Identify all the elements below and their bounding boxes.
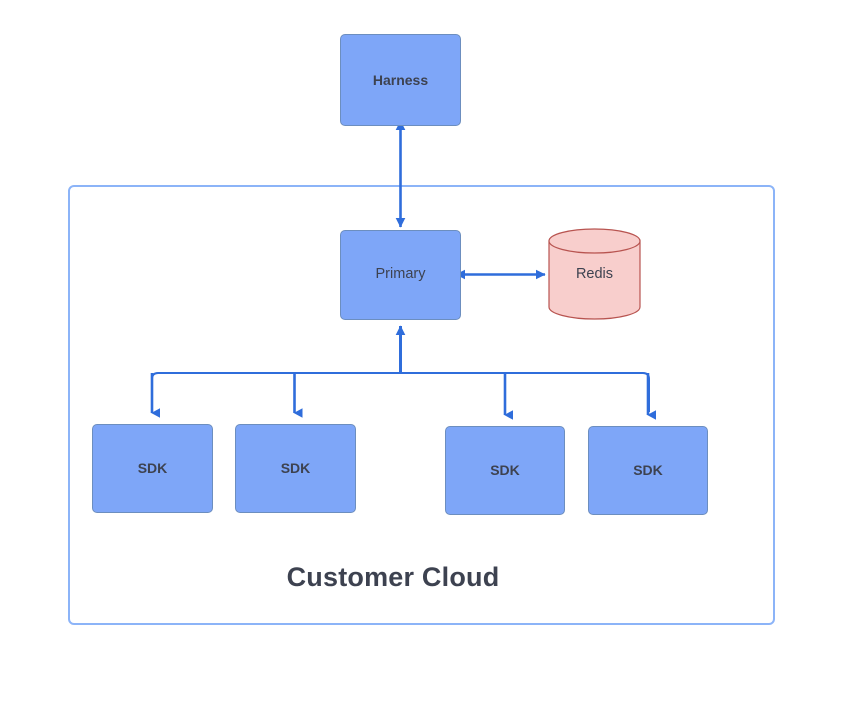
- node-primary-label: Primary: [375, 266, 426, 283]
- node-primary[interactable]: Primary: [340, 230, 461, 320]
- node-sdk-1[interactable]: SDK: [92, 424, 213, 513]
- customer-cloud-label: Customer Cloud: [286, 562, 500, 592]
- node-sdk-2-label: SDK: [280, 460, 311, 477]
- node-sdk-4-label: SDK: [633, 462, 663, 479]
- node-sdk-1-label: SDK: [137, 460, 168, 477]
- node-sdk-3[interactable]: SDK: [445, 426, 565, 515]
- node-sdk-2[interactable]: SDK: [235, 424, 356, 513]
- node-harness[interactable]: Harness: [340, 34, 461, 126]
- node-sdk-4[interactable]: SDK: [588, 426, 708, 515]
- node-redis[interactable]: Redis: [548, 228, 641, 320]
- node-harness-label: Harness: [372, 71, 429, 88]
- customer-cloud-container: [68, 185, 775, 625]
- database-cylinder-icon: [548, 228, 641, 320]
- node-redis-label: Redis: [575, 266, 614, 282]
- node-sdk-3-label: SDK: [490, 462, 520, 479]
